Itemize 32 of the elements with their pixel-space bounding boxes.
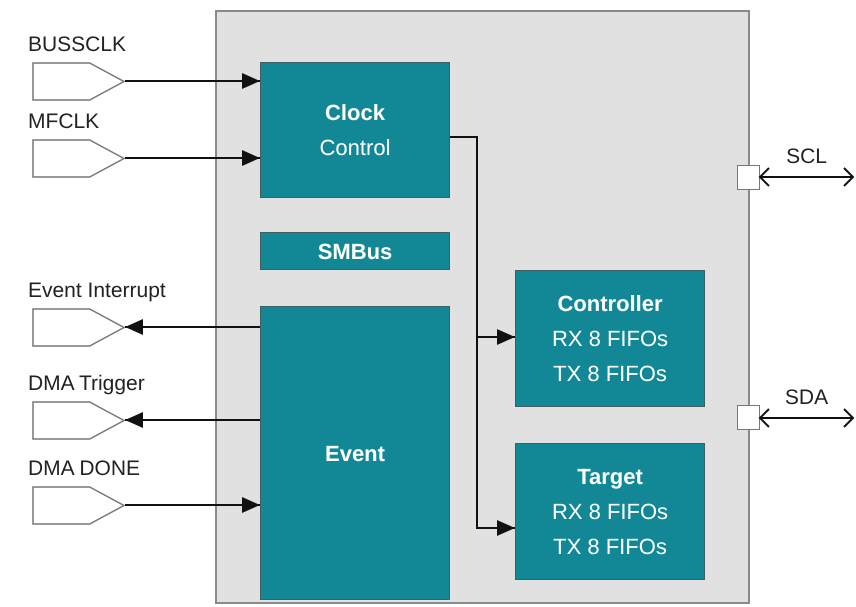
pin-label: DMA DONE <box>28 456 140 482</box>
function-block <box>515 270 705 407</box>
block-text: RX 8 FIFOs <box>552 325 668 353</box>
pin-label: BUSSCLK <box>28 32 126 58</box>
block-title: SMBus <box>318 238 392 266</box>
port-square <box>737 405 760 430</box>
pin-label: MFCLK <box>28 109 100 135</box>
port-square <box>737 165 760 190</box>
arrow <box>759 167 854 187</box>
block-title: Clock <box>325 99 385 127</box>
edge-label: SCL <box>786 145 827 169</box>
arrow <box>125 73 260 89</box>
pin-label: Event Interrupt <box>28 278 166 304</box>
block-text: TX 8 FIFOs <box>553 533 667 561</box>
pin-label: DMA Trigger <box>28 371 145 397</box>
arrow <box>125 150 260 166</box>
block-title: Controller <box>557 290 663 318</box>
block-title: Target <box>577 463 643 491</box>
arrow <box>125 412 260 428</box>
function-block <box>260 232 450 270</box>
block-title: Event <box>325 440 385 468</box>
arrow <box>759 408 854 428</box>
block-text: Control <box>320 134 390 162</box>
function-block <box>260 306 450 600</box>
module-frame <box>215 10 750 604</box>
arrow <box>125 319 260 335</box>
block-text: RX 8 FIFOs <box>552 498 668 526</box>
edge-label: SDA <box>784 386 828 410</box>
arrow <box>125 497 260 513</box>
function-block <box>260 62 450 198</box>
block-text: TX 8 FIFOs <box>553 360 667 388</box>
function-block <box>515 443 705 580</box>
